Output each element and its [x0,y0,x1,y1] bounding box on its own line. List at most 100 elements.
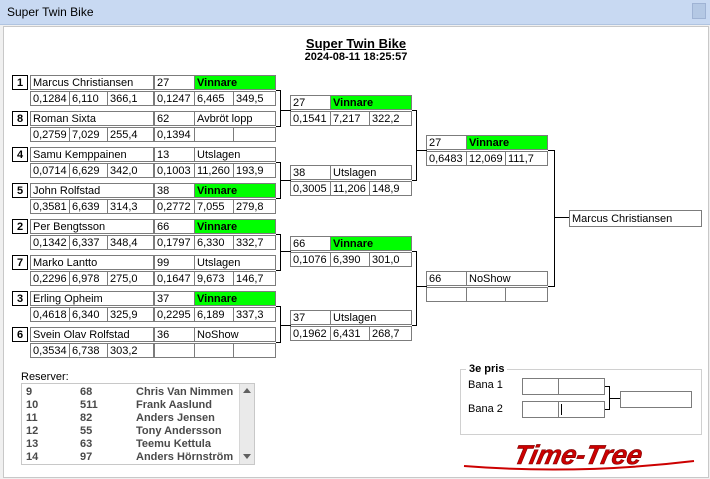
rider-time-et: 6,110 [69,91,108,106]
heat-time-et: 6,465 [194,91,234,106]
bracket-line [280,90,281,127]
heat-result: Utslagen [194,147,276,162]
rider-time-et: 6,629 [69,163,108,178]
bracket-line [548,286,555,287]
heat-number: 38 [290,165,331,180]
rider-time-et: 6,340 [69,307,108,322]
heat-speed: 301,0 [369,252,412,267]
reserve-position: 10 [26,399,39,411]
heat-time-et: 7,055 [194,199,234,214]
bracket-line [280,325,291,326]
seed-number: 1 [12,75,28,90]
seed-number: 4 [12,147,28,162]
heat-result: Vinnare [194,75,276,90]
reserve-name: Tony Andersson [136,425,222,437]
rider-time-et: 6,639 [69,199,108,214]
rider-speed: 314,3 [107,199,154,214]
third-place-title: 3e pris [466,363,508,375]
bracket-line [412,251,417,252]
event-datetime: 2024-08-11 18:25:57 [304,51,408,63]
heat-time-et [466,287,506,302]
heat-speed [505,287,548,302]
heat-time-rt: 0,3005 [290,181,331,196]
rider-time-rt: 0,2759 [30,127,70,142]
window-control-button[interactable] [692,3,706,19]
reserve-number: 63 [80,438,93,450]
lane1-label: Bana 1 [468,379,503,391]
reserve-name: Chris Van Nimmen [136,386,234,398]
heat-speed: 332,7 [233,235,276,250]
title-bar: Super Twin Bike [0,0,710,25]
reserve-number: 55 [80,425,93,437]
rider-name: Per Bengtsson [30,219,154,234]
heat-result: Vinnare [466,135,548,150]
heat-speed: 279,8 [233,199,276,214]
heat-time-rt: 0,1247 [154,91,195,106]
heat-time-rt: 0,1541 [290,111,331,126]
bracket-line [412,110,417,111]
heat-speed: 337,3 [233,307,276,322]
seed-number: 2 [12,219,28,234]
heat-time-rt [154,343,195,358]
rider-speed: 303,2 [107,343,154,358]
bracket-line [554,217,570,218]
reserve-number: 82 [80,412,93,424]
rider-speed: 366,1 [107,91,154,106]
heat-time-rt: 0,1797 [154,235,195,250]
rider-speed: 275,0 [107,271,154,286]
bracket-line [416,150,427,151]
rider-name: Erling Opheim [30,291,154,306]
heat-result: Vinnare [330,236,412,251]
heat-time-et: 6,189 [194,307,234,322]
scroll-up-icon[interactable] [243,388,251,393]
rider-time-et: 6,978 [69,271,108,286]
rider-time-rt: 0,3534 [30,343,70,358]
rider-name: Samu Kemppainen [30,147,154,162]
lane1-field-b[interactable] [558,378,605,395]
lane1-field-a[interactable] [522,378,559,395]
heat-result: Utslagen [330,165,412,180]
reserves-label: Reserver: [21,371,69,383]
reserve-number: 511 [80,399,98,411]
heat-result: Vinnare [194,219,276,234]
seed-number: 7 [12,255,28,270]
heat-speed: 322,2 [369,111,412,126]
heat-time-et: 7,217 [330,111,370,126]
bracket-line [276,306,281,307]
heat-time-rt: 0,1962 [290,326,331,341]
heat-speed: 148,9 [369,181,412,196]
heat-time-rt: 0,1394 [154,127,195,142]
bracket-line [280,234,281,271]
lane2-field-b[interactable] [558,401,605,418]
scroll-down-icon[interactable] [243,454,251,459]
rider-time-rt: 0,4618 [30,307,70,322]
reserve-position: 13 [26,438,39,450]
reserve-name: Teemu Kettula [136,438,211,450]
heat-number: 27 [290,95,331,110]
reserve-number: 97 [80,451,93,463]
rider-name: Marko Lantto [30,255,154,270]
rider-time-et: 6,337 [69,235,108,250]
heat-speed: 193,9 [233,163,276,178]
heat-speed: 349,5 [233,91,276,106]
heat-number: 66 [290,236,331,251]
rider-time-et: 6,738 [69,343,108,358]
heat-result: Utslagen [330,310,412,325]
bracket-line [276,234,281,235]
third-place-winner[interactable] [620,391,692,408]
heat-number: 27 [154,75,195,90]
rider-name: Marcus Christiansen [30,75,154,90]
bracket-line [276,198,281,199]
lane2-field-a[interactable] [522,401,559,418]
time-tree-logo: Time-Tree [458,437,698,471]
rider-speed: 342,0 [107,163,154,178]
bracket-line [412,325,417,326]
heat-result: Vinnare [194,291,276,306]
heat-speed [233,127,276,142]
heat-time-et: 12,069 [466,151,506,166]
reserves-scrollbar[interactable] [239,384,254,464]
heat-time-rt: 0,1003 [154,163,195,178]
heat-time-rt: 0,2772 [154,199,195,214]
bracket-line [554,150,555,287]
